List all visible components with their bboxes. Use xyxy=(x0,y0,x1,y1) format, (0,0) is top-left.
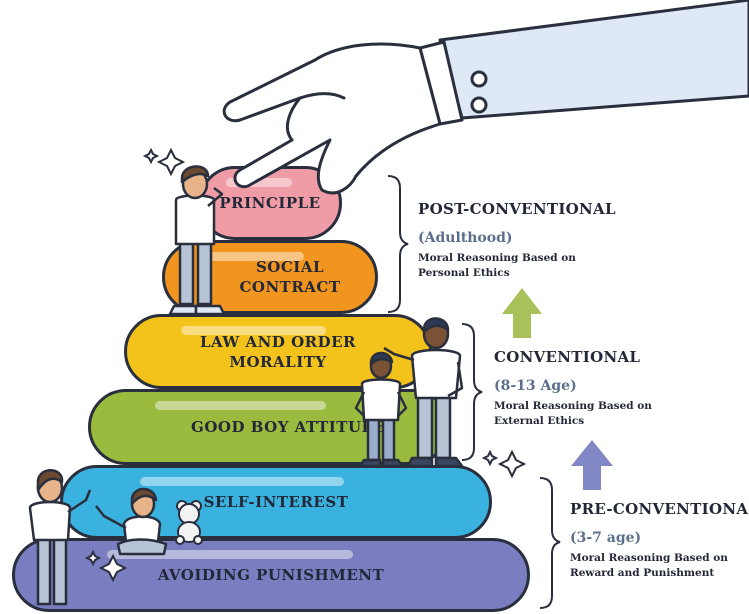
level-label: PRINCIPLE xyxy=(219,193,321,212)
stage-age: (Adulthood) xyxy=(418,230,513,246)
hand-icon xyxy=(222,0,749,195)
stage-post-conventional: POST-CONVENTIONAL (Adulthood) Moral Reas… xyxy=(418,200,616,281)
stage-conventional: CONVENTIONAL (8-13 Age) Moral Reasoning … xyxy=(494,348,664,429)
stage-description: Moral Reasoning Based on Personal Ethics xyxy=(418,252,576,280)
bracket-icon xyxy=(387,175,561,609)
stage-title: POST-CONVENTIONAL xyxy=(418,200,616,218)
level-label: SELF-INTEREST xyxy=(203,492,349,511)
level-label: LAW AND ORDER MORALITY xyxy=(199,332,357,371)
stage-description: Moral Reasoning Based on Reward and Puni… xyxy=(570,552,728,580)
level-principle: PRINCIPLE xyxy=(198,166,342,240)
arrow-up-icon xyxy=(571,440,613,490)
level-avoiding-punishment: AVOIDING PUNISHMENT xyxy=(12,538,530,612)
stage-pre-conventional: PRE-CONVENTIONAL (3-7 age) Moral Reasoni… xyxy=(570,500,749,581)
person-icon xyxy=(354,317,464,468)
teddy-bear-icon xyxy=(175,500,203,545)
stage-title: PRE-CONVENTIONAL xyxy=(570,500,749,518)
person-icon xyxy=(28,469,168,606)
stage-age: (3-7 age) xyxy=(570,530,642,546)
level-label: SOCIAL CONTRACT xyxy=(239,257,341,296)
level-label: GOOD BOY ATTITUDE xyxy=(191,417,387,436)
stage-description: Moral Reasoning Based on External Ethics xyxy=(494,400,652,428)
sparkle-icon xyxy=(84,147,527,583)
person-icon xyxy=(168,165,226,316)
arrow-up-icon xyxy=(502,288,542,338)
stage-title: CONVENTIONAL xyxy=(494,348,641,366)
stage-age: (8-13 Age) xyxy=(494,378,577,394)
level-label: AVOIDING PUNISHMENT xyxy=(157,565,385,584)
